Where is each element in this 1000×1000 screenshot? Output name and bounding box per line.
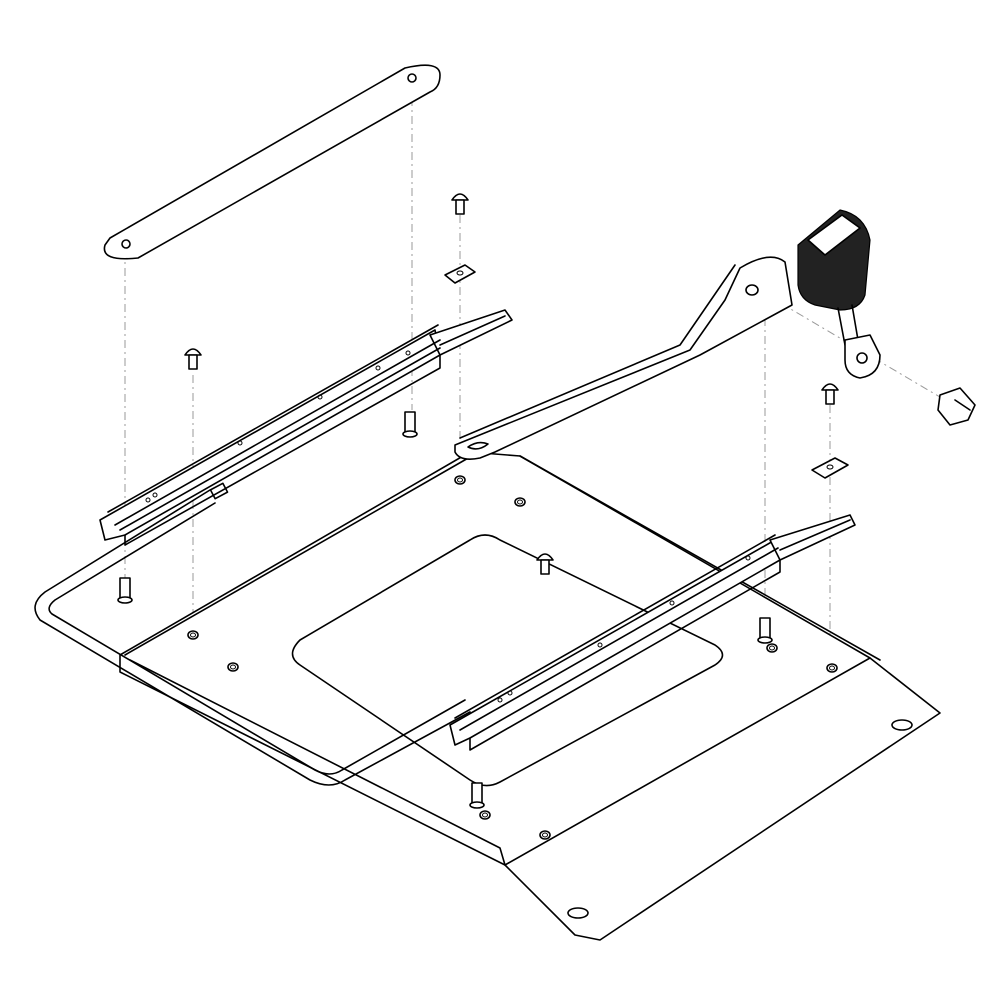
belt-bracket — [454, 256, 793, 460]
seat-belt-buckle — [797, 209, 881, 379]
pin — [757, 617, 773, 644]
pin — [117, 577, 133, 604]
button-head-bolt — [451, 193, 469, 215]
left-slide-rail — [99, 309, 513, 546]
pin — [402, 411, 418, 438]
button-head-bolt — [821, 383, 839, 405]
pin — [469, 782, 485, 809]
top-strap — [103, 64, 441, 260]
tube-frame — [34, 489, 471, 786]
fasteners — [117, 193, 976, 809]
button-head-bolt — [184, 348, 202, 370]
nut-plate — [444, 264, 476, 284]
hex-bolt — [937, 387, 976, 426]
right-slide-rail — [449, 514, 856, 751]
button-head-bolt — [536, 553, 554, 575]
nut-plate — [811, 457, 849, 479]
